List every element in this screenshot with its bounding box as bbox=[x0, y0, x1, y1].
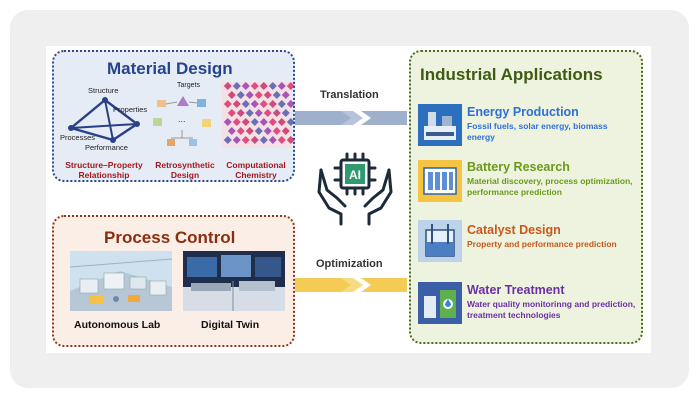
crystal-octahedron bbox=[245, 91, 254, 99]
crystal-octahedron bbox=[241, 100, 250, 108]
crystal-octahedron bbox=[232, 136, 241, 144]
crystal-octahedron bbox=[254, 109, 263, 117]
crystal-octahedron bbox=[241, 82, 250, 90]
crystal-octahedron bbox=[241, 136, 250, 144]
autonomous-lab-image bbox=[69, 251, 173, 311]
ai-hands-chip-icon: AI bbox=[317, 152, 393, 226]
crystal-octahedron bbox=[263, 91, 272, 99]
crystal-octahedron bbox=[272, 109, 281, 117]
crystal-octahedron bbox=[277, 82, 286, 90]
crystal-octahedron bbox=[232, 82, 241, 90]
crystal-octahedron bbox=[227, 91, 236, 99]
triangle-label-properties: Properties bbox=[113, 105, 148, 114]
triangle-label-processes: Processes bbox=[60, 133, 96, 142]
crystal-octahedron bbox=[227, 127, 236, 135]
crystal-octahedron bbox=[259, 118, 268, 126]
crystal-octahedron bbox=[272, 91, 281, 99]
crystal-octahedron bbox=[281, 127, 290, 135]
crystal-octahedron bbox=[272, 127, 281, 135]
triangle-label-performance: Performance bbox=[85, 143, 128, 152]
translation-arrow bbox=[295, 111, 407, 125]
crystal-octahedron bbox=[286, 100, 295, 108]
battery-research-desc: Material discovery, process optimization… bbox=[467, 176, 633, 197]
water-treatment-icon bbox=[418, 282, 462, 324]
crystal-octahedron bbox=[286, 82, 295, 90]
energy-production-desc: Fossil fuels, solar energy, biomass ener… bbox=[467, 121, 608, 142]
crystal-octahedron bbox=[286, 118, 295, 126]
crystal-octahedron bbox=[223, 82, 232, 90]
material-design-title: Material Design bbox=[107, 59, 233, 78]
autonomous-lab-caption: Autonomous Lab bbox=[74, 319, 161, 331]
catalyst-design-icon bbox=[418, 220, 462, 262]
crystal-octahedron bbox=[281, 91, 290, 99]
crystal-octahedron bbox=[286, 136, 295, 144]
battery-research-icon bbox=[418, 160, 462, 202]
crystal-structure-image bbox=[222, 82, 295, 148]
crystal-octahedron bbox=[263, 109, 272, 117]
crystal-octahedron bbox=[250, 136, 259, 144]
crystal-octahedron bbox=[250, 118, 259, 126]
energy-production-icon bbox=[418, 104, 462, 146]
crystal-octahedron bbox=[245, 127, 254, 135]
crystal-octahedron bbox=[232, 118, 241, 126]
crystal-octahedron bbox=[254, 127, 263, 135]
crystal-octahedron bbox=[236, 109, 245, 117]
catalyst-design-desc: Property and performance prediction bbox=[467, 239, 617, 249]
crystal-octahedron bbox=[223, 118, 232, 126]
process-control-title: Process Control bbox=[104, 228, 236, 247]
crystal-octahedron bbox=[277, 136, 286, 144]
crystal-octahedron bbox=[268, 118, 277, 126]
crystal-octahedron bbox=[223, 136, 232, 144]
catalyst-design-title: Catalyst Design bbox=[467, 223, 561, 237]
crystal-octahedron bbox=[254, 91, 263, 99]
crystal-octahedron bbox=[227, 109, 236, 117]
retro-ellipsis: ... bbox=[178, 114, 186, 124]
crystal-octahedron bbox=[245, 109, 254, 117]
crystal-octahedron bbox=[241, 118, 250, 126]
crystal-octahedron bbox=[277, 100, 286, 108]
digital-twin-caption: Digital Twin bbox=[201, 319, 260, 331]
structure-property-triangle bbox=[68, 97, 140, 143]
crystal-octahedron bbox=[259, 136, 268, 144]
battery-research-title: Battery Research bbox=[467, 160, 570, 174]
translation-label: Translation bbox=[320, 89, 379, 101]
retrosynthesis-tree-icon: Targets ... bbox=[153, 82, 211, 146]
crystal-octahedron bbox=[232, 100, 241, 108]
retro-targets-label: Targets bbox=[177, 82, 200, 89]
crystal-octahedron bbox=[268, 100, 277, 108]
crystal-octahedron bbox=[250, 82, 259, 90]
crystal-octahedron bbox=[236, 127, 245, 135]
crystal-octahedron bbox=[281, 109, 290, 117]
crystal-octahedron bbox=[223, 100, 232, 108]
energy-production-title: Energy Production bbox=[467, 105, 579, 119]
crystal-octahedron bbox=[268, 136, 277, 144]
triangle-label-structure: Structure bbox=[88, 86, 119, 95]
optimization-label: Optimization bbox=[316, 258, 383, 270]
water-treatment-desc: Water quality monitorinng and prediction… bbox=[467, 299, 636, 320]
optimization-arrow bbox=[295, 278, 407, 292]
crystal-octahedron bbox=[259, 82, 268, 90]
digital-twin-image bbox=[183, 251, 285, 311]
crystal-octahedron bbox=[277, 118, 286, 126]
crystal-octahedron bbox=[250, 100, 259, 108]
ai-chip-label: AI bbox=[349, 168, 361, 182]
crystal-octahedron bbox=[263, 127, 272, 135]
water-treatment-title: Water Treatment bbox=[467, 283, 565, 297]
crystal-octahedron bbox=[259, 100, 268, 108]
crystal-octahedron bbox=[268, 82, 277, 90]
crystal-octahedron bbox=[236, 91, 245, 99]
industrial-applications-title: Industrial Applications bbox=[420, 65, 603, 84]
